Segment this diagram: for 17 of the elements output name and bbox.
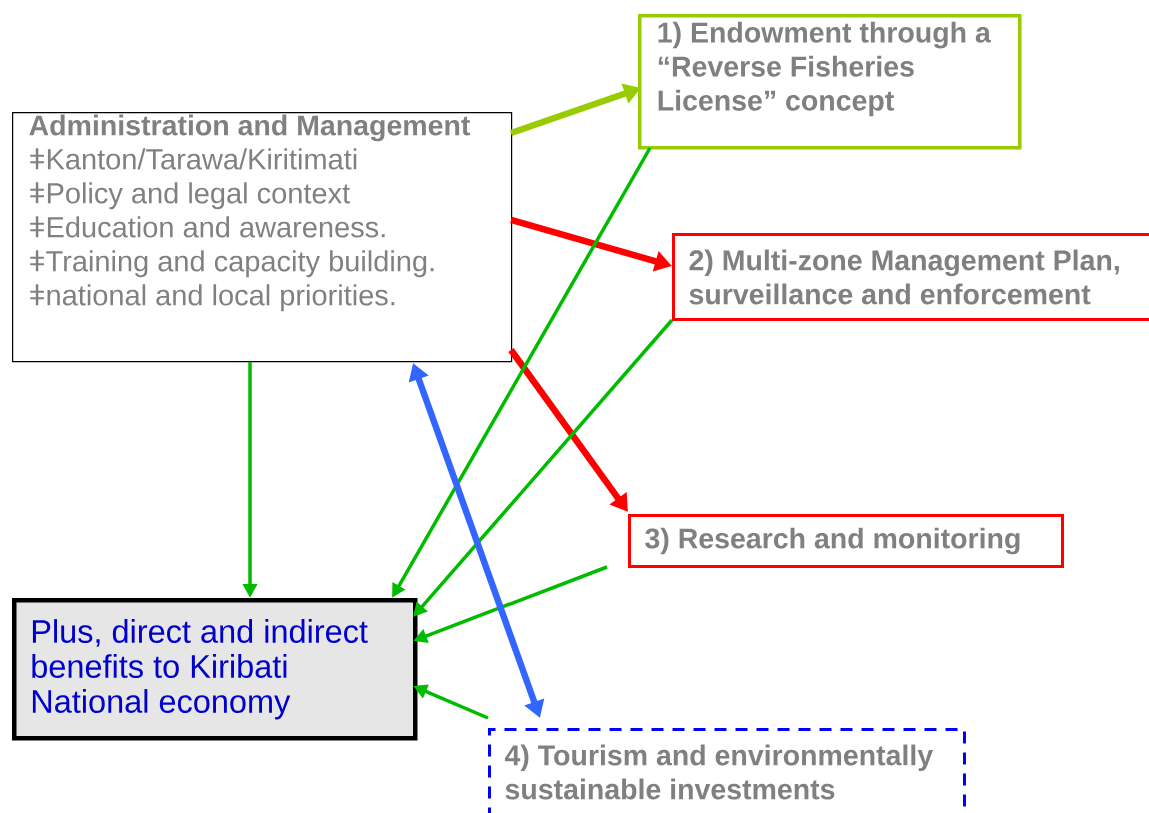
bullet-item: ǂPolicy and legal context: [30, 182, 350, 210]
box-text: 1) Endowment through a “Reverse Fisheries License” concept: [658, 21, 991, 117]
process-box: [488, 728, 966, 813]
bullet-item: ǂKanton/Tarawa/Kiritimati: [30, 148, 357, 170]
box-text: 3) Research and monitoring: [645, 527, 1020, 555]
process-box: [638, 14, 1022, 150]
heading-text: Administration and Management: [29, 114, 471, 142]
process-box: [628, 514, 1064, 568]
bullet-item: ǂTraining and capacity building.: [30, 250, 434, 278]
box-text: Plus, direct and indirect benefits to Kiribati National economy: [32, 619, 368, 720]
process-box: [12, 112, 513, 363]
box-text: 4) Tourism and environmentally sustainable investments: [504, 744, 933, 800]
outcome-box: [12, 598, 418, 741]
bullet-item: ǂEducation and awareness.: [30, 216, 385, 238]
box-text: 2) Multi-zone Management Plan, surveillance and enforcement: [689, 249, 1119, 305]
bullet-item: ǂnational and local priorities.: [30, 284, 395, 312]
process-box: [672, 233, 1149, 321]
